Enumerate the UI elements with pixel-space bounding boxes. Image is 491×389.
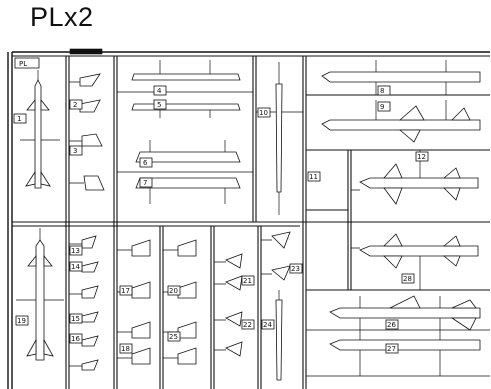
part-tag: 18 bbox=[119, 343, 133, 354]
svg-text:13: 13 bbox=[71, 247, 80, 255]
part-tag: 10 bbox=[257, 107, 271, 118]
vertical-rod-bottom bbox=[275, 290, 283, 381]
svg-text:1: 1 bbox=[17, 115, 21, 123]
part-tag: 17 bbox=[119, 285, 133, 296]
part-tag: 23 bbox=[289, 263, 303, 274]
svg-text:15: 15 bbox=[71, 315, 80, 323]
part-tag: 13 bbox=[69, 245, 83, 256]
svg-text:23: 23 bbox=[291, 265, 300, 273]
svg-text:3: 3 bbox=[73, 147, 77, 155]
svg-text:18: 18 bbox=[121, 345, 130, 353]
tree-label: PL bbox=[14, 57, 40, 69]
missiles-horizontal-top bbox=[321, 60, 481, 143]
svg-text:4: 4 bbox=[157, 87, 162, 95]
svg-text:5: 5 bbox=[157, 101, 161, 109]
part-tag: 8 bbox=[377, 85, 391, 96]
svg-text:26: 26 bbox=[387, 321, 396, 329]
part-tag: 9 bbox=[377, 101, 391, 112]
fin-parts-column-b bbox=[69, 235, 99, 371]
tree-label-text: PL bbox=[19, 60, 27, 68]
sprue-title: PLx2 bbox=[30, 2, 94, 32]
svg-text:25: 25 bbox=[169, 333, 178, 341]
part-tag: 19 bbox=[15, 315, 29, 326]
part-tag: 26 bbox=[385, 319, 399, 330]
part-tag: 24 bbox=[261, 319, 275, 330]
part-tag: 1 bbox=[13, 113, 27, 124]
svg-text:10: 10 bbox=[259, 109, 268, 117]
part-tag: 25 bbox=[167, 331, 181, 342]
part-tag: 28 bbox=[401, 273, 415, 284]
svg-text:22: 22 bbox=[243, 321, 252, 329]
svg-text:16: 16 bbox=[71, 335, 80, 343]
part-tag: 20 bbox=[167, 285, 181, 296]
part-tag: 3 bbox=[69, 145, 83, 156]
missile-vertical-2 bbox=[16, 228, 64, 361]
runner-tab bbox=[69, 48, 103, 55]
svg-text:14: 14 bbox=[71, 263, 80, 271]
part-tag: 21 bbox=[241, 275, 255, 286]
svg-text:19: 19 bbox=[17, 317, 26, 325]
part-tag: 27 bbox=[385, 343, 399, 354]
svg-text:12: 12 bbox=[417, 153, 426, 161]
part-tag: 5 bbox=[153, 99, 167, 110]
svg-text:2: 2 bbox=[73, 101, 77, 109]
part-tag: 22 bbox=[241, 319, 255, 330]
vertical-rod bbox=[256, 62, 303, 215]
missiles-horizontal-middle bbox=[351, 150, 479, 290]
svg-text:27: 27 bbox=[387, 345, 396, 353]
svg-text:28: 28 bbox=[403, 275, 412, 283]
svg-text:6: 6 bbox=[143, 159, 148, 167]
svg-text:21: 21 bbox=[243, 277, 252, 285]
svg-text:9: 9 bbox=[380, 103, 384, 111]
part-tag: 16 bbox=[69, 333, 83, 344]
part-tag: 6 bbox=[139, 157, 153, 168]
svg-text:24: 24 bbox=[263, 321, 272, 329]
svg-text:8: 8 bbox=[380, 87, 384, 95]
part-number-tags: 1 2 3 4 5 6 7 8 9 10 11 12 13 14 15 16 1… bbox=[13, 85, 429, 354]
launch-rails bbox=[117, 60, 253, 204]
bracket-parts bbox=[117, 231, 291, 365]
part-tag: 11 bbox=[307, 171, 321, 182]
missiles-horizontal-bottom bbox=[306, 295, 490, 377]
sprue-frame bbox=[7, 48, 490, 389]
svg-text:11: 11 bbox=[309, 173, 318, 181]
part-tag: 7 bbox=[139, 177, 153, 188]
fin-parts-column-a bbox=[69, 73, 105, 191]
part-tag: 15 bbox=[69, 313, 83, 324]
part-tag: 12 bbox=[415, 151, 429, 162]
missile-vertical-1 bbox=[20, 70, 60, 189]
svg-text:20: 20 bbox=[169, 287, 178, 295]
svg-text:7: 7 bbox=[143, 179, 147, 187]
part-tag: 2 bbox=[69, 99, 83, 110]
part-tag: 14 bbox=[69, 261, 83, 272]
svg-text:17: 17 bbox=[121, 287, 130, 295]
part-tag: 4 bbox=[153, 85, 167, 96]
